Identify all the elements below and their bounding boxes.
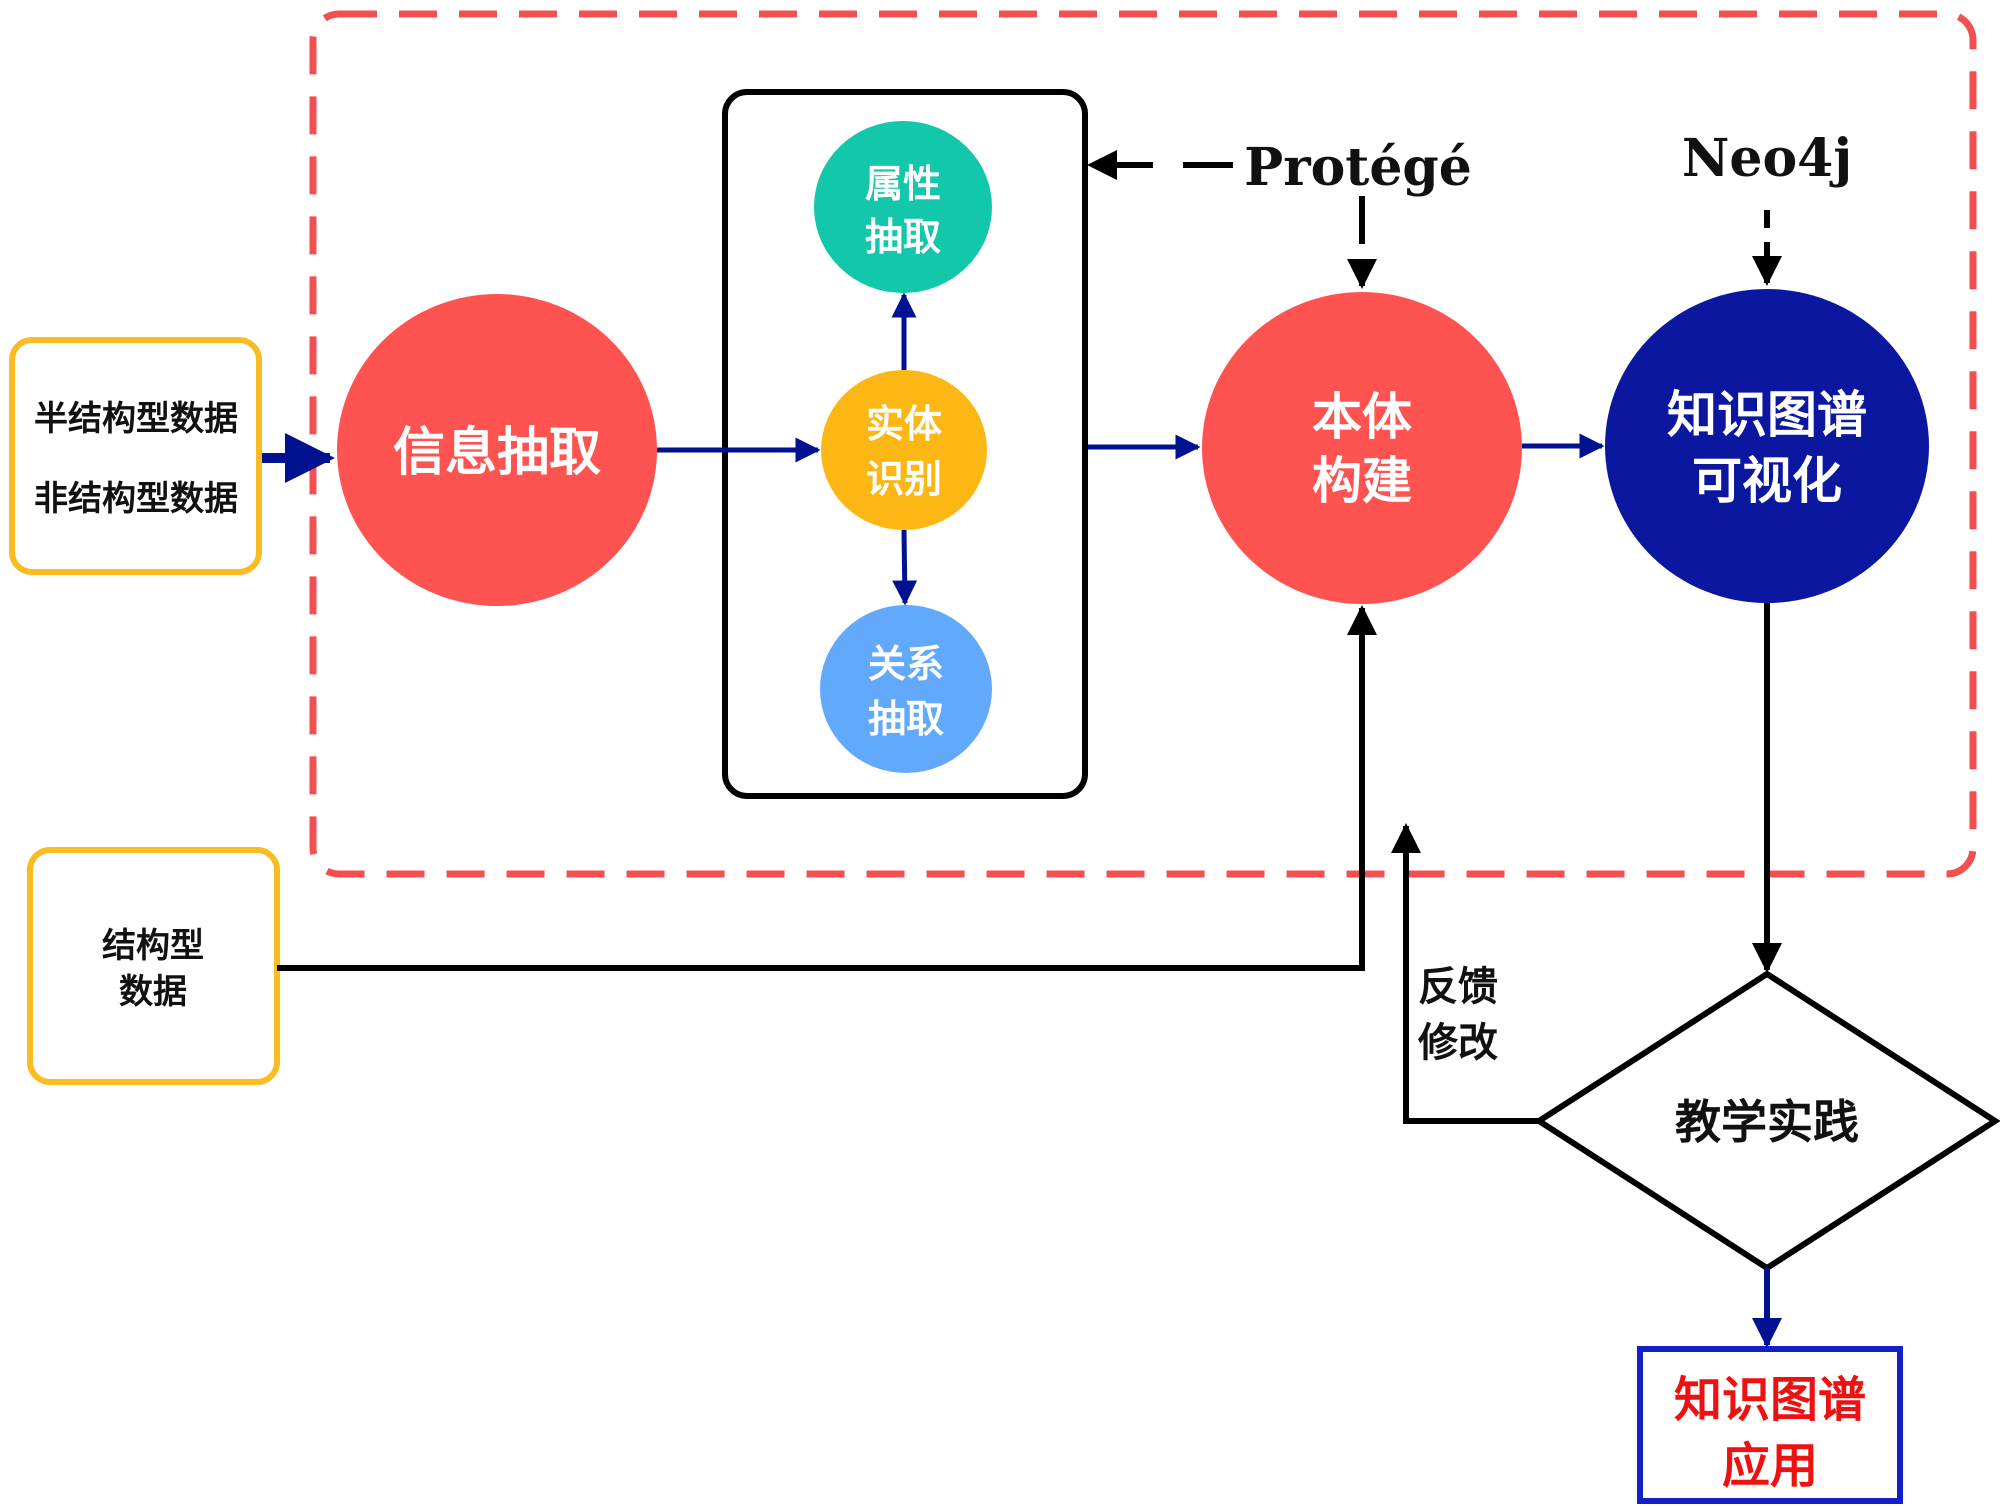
relation-extraction-node (820, 605, 992, 773)
kg-application-box (1637, 1346, 1903, 1504)
teaching-practice-label: 教学实践 (1675, 1095, 1859, 1149)
kg-visualization-node (1605, 289, 1929, 603)
semi-structured-data-label: 半结构型数据 (34, 399, 238, 439)
feedback-label-line2: 修改 (1418, 1020, 1498, 1066)
neo4j-label: Neo4j (1682, 128, 1852, 189)
structured-data-box (27, 847, 280, 1085)
attribute-extraction-node (814, 121, 992, 293)
relation-extraction-label-line2: 抽取 (868, 697, 944, 741)
extraction-group-box (722, 89, 1088, 799)
unstructured-data-label: 非结构型数据 (34, 479, 238, 519)
info-extraction-node (337, 294, 657, 606)
info-extraction-label: 信息抽取 (393, 423, 601, 483)
protege-label: Protégé (1244, 137, 1472, 198)
kg-application-label-line1: 知识图谱 (1674, 1372, 1866, 1428)
arrow-structured-to-ontology (277, 605, 1377, 971)
arrow-feedback-loop (1391, 823, 1539, 1124)
relation-extraction-label-line1: 关系 (868, 642, 944, 686)
arrow-entity-to-relation (892, 529, 918, 606)
entity-recognition-node (821, 370, 987, 530)
feedback-label-line1: 反馈 (1418, 964, 1498, 1010)
ontology-construction-label-line1: 本体 (1312, 388, 1412, 446)
pipeline-dashed-region (309, 10, 1977, 878)
attribute-extraction-label-line1: 属性 (865, 162, 941, 206)
kg-application-label-line2: 应用 (1722, 1438, 1818, 1494)
entity-recognition-label-line2: 识别 (866, 457, 942, 501)
kg-visualization-label-line2: 可视化 (1692, 452, 1842, 510)
ontology-construction-node (1202, 292, 1522, 604)
ontology-construction-label-line2: 构建 (1312, 452, 1412, 510)
structured-data-label-line2: 数据 (119, 972, 187, 1012)
structured-data-label-line1: 结构型 (102, 926, 204, 966)
semi-unstructured-data-box (9, 337, 262, 575)
entity-recognition-label-line1: 实体 (866, 402, 942, 446)
attribute-extraction-label-line2: 抽取 (865, 215, 941, 259)
kg-visualization-label-line1: 知识图谱 (1667, 386, 1867, 444)
